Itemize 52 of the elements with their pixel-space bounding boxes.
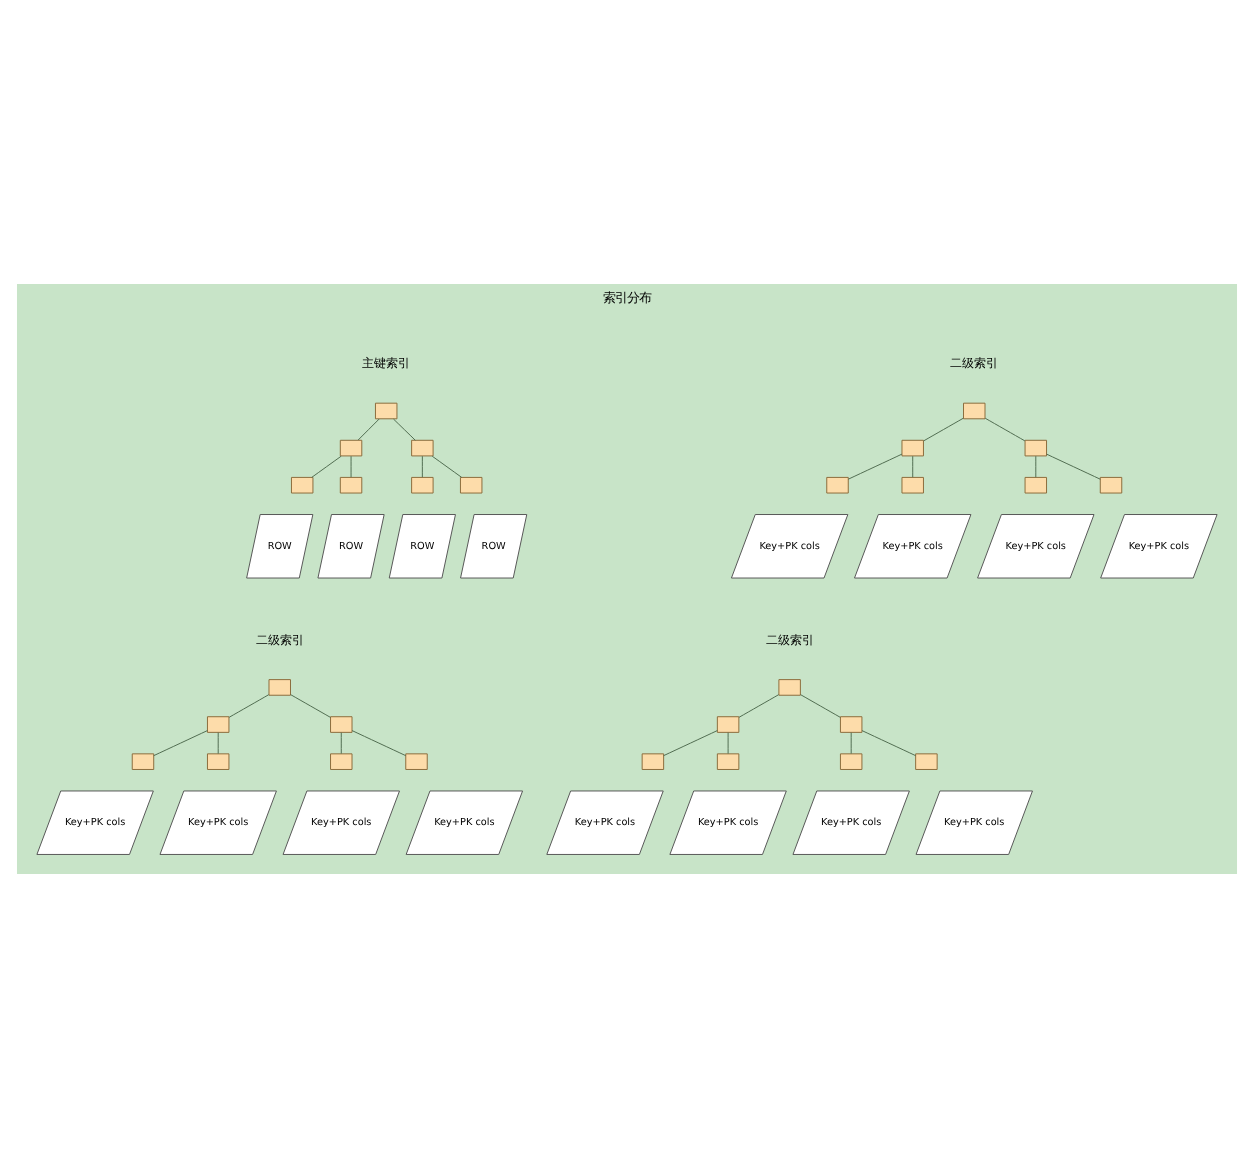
node-box	[778, 678, 801, 695]
connector	[1046, 452, 1101, 479]
node-box	[330, 752, 353, 769]
node-box	[411, 475, 434, 493]
node-box	[206, 715, 230, 732]
connector	[847, 452, 903, 479]
connector	[357, 417, 380, 440]
node-box	[1024, 475, 1048, 493]
node-box	[1024, 438, 1048, 456]
node-box	[716, 752, 740, 769]
connector	[800, 693, 841, 717]
connector	[850, 731, 852, 754]
connector	[738, 693, 780, 717]
connector	[217, 731, 219, 754]
connector	[228, 693, 270, 717]
node-box	[290, 475, 314, 493]
connector	[350, 454, 352, 477]
node-box	[459, 475, 483, 493]
connector	[431, 454, 463, 477]
connector	[153, 729, 208, 756]
connector	[340, 731, 342, 754]
connector	[290, 693, 331, 717]
connector	[351, 729, 407, 756]
node-box	[716, 715, 740, 732]
node-box	[339, 475, 363, 493]
connector	[861, 729, 917, 756]
node-box	[901, 438, 924, 456]
node-box	[839, 752, 863, 769]
node-box	[206, 752, 230, 769]
connector	[984, 416, 1026, 441]
connector	[912, 454, 914, 477]
node-box	[339, 438, 363, 456]
node-box	[330, 715, 353, 732]
node-box	[405, 752, 428, 769]
node-box	[268, 678, 291, 695]
node-box	[375, 401, 398, 419]
node-box	[641, 752, 665, 769]
node-box	[901, 475, 924, 493]
connector	[311, 454, 342, 477]
node-box	[131, 752, 155, 769]
node-box	[915, 752, 938, 769]
connector	[923, 416, 964, 441]
node-box	[826, 475, 849, 493]
node-box	[963, 401, 986, 419]
connector	[1035, 454, 1037, 477]
connector	[421, 454, 423, 477]
node-box	[411, 438, 434, 456]
node-box	[1099, 475, 1123, 493]
connector	[663, 729, 718, 756]
node-box	[839, 715, 863, 732]
connector	[393, 417, 416, 440]
connector	[727, 731, 729, 754]
